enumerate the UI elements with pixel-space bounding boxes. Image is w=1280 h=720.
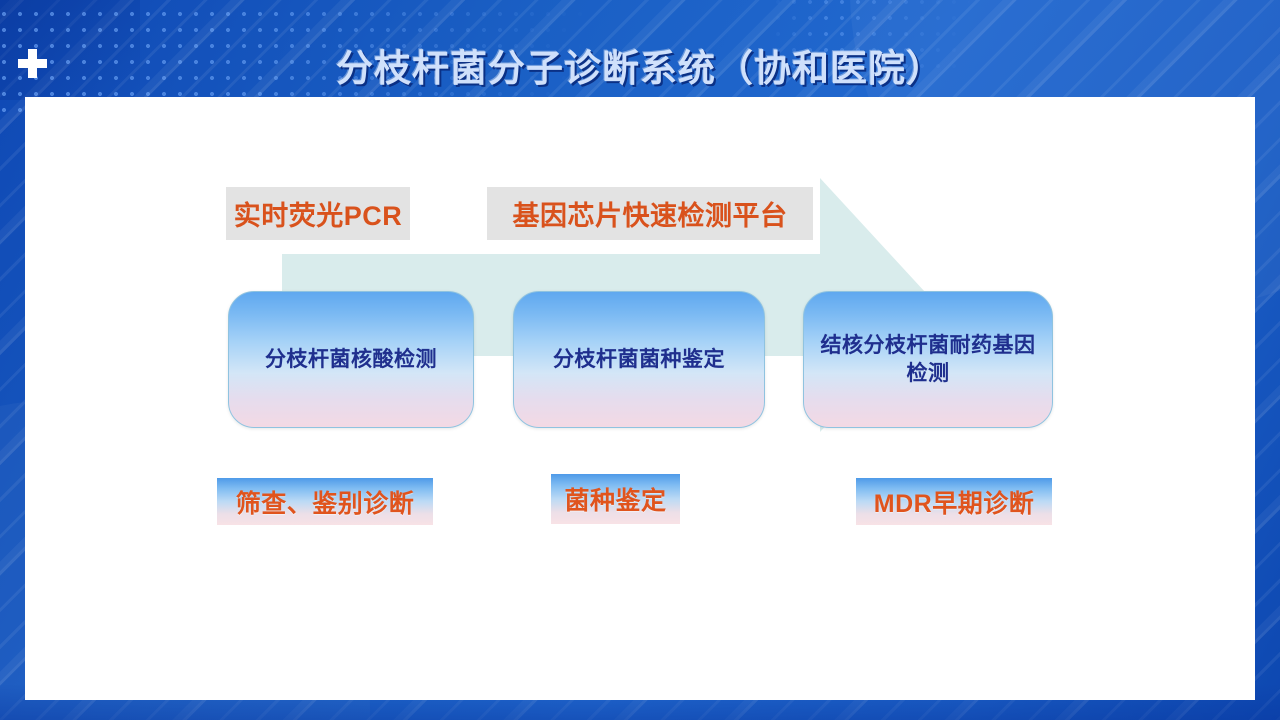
plus-icon [18, 49, 47, 78]
test-card-label: 分枝杆菌菌种鉴定 [553, 347, 725, 371]
background-dot-pattern-right [770, 0, 970, 80]
platform-label-text: 实时荧光PCR [233, 201, 403, 231]
platform-label-gene-chip: 基因芯片快速检测平台 [487, 187, 813, 240]
application-label-species-id: 菌种鉴定 [551, 474, 680, 524]
application-label-text: 筛查、鉴别诊断 [235, 489, 415, 518]
application-label-text: MDR早期诊断 [873, 489, 1035, 518]
test-card-species-identification[interactable]: 分枝杆菌菌种鉴定 [513, 291, 765, 428]
application-label-mdr: MDR早期诊断 [856, 478, 1052, 525]
slide-header: 分枝杆菌分子诊断系统（协和医院） [0, 0, 1280, 97]
platform-label-text: 基因芯片快速检测平台 [512, 201, 788, 231]
test-card-label: 分枝杆菌核酸检测 [265, 347, 437, 371]
application-label-text: 菌种鉴定 [564, 487, 667, 515]
test-card-drug-resistance-gene[interactable]: 结核分枝杆菌耐药基因检测 [803, 291, 1053, 428]
page-title: 分枝杆菌分子诊断系统（协和医院） [336, 48, 944, 89]
platform-label-realtime-pcr: 实时荧光PCR [226, 187, 410, 240]
application-label-screening: 筛查、鉴别诊断 [217, 478, 433, 525]
test-card-nucleic-acid[interactable]: 分枝杆菌核酸检测 [228, 291, 474, 428]
test-card-label: 结核分枝杆菌耐药基因检测 [820, 333, 1036, 385]
